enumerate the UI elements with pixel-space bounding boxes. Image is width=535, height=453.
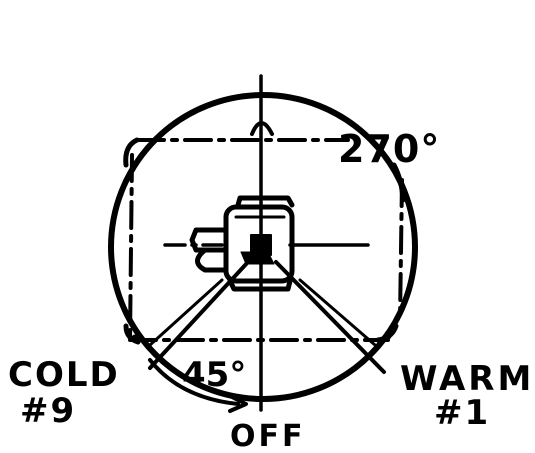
dash-dot-frame	[128, 138, 404, 342]
warm-label: WARM	[400, 359, 534, 399]
marker-dot-cold	[131, 334, 139, 342]
warm-number-label: #1	[434, 393, 490, 433]
angle-label-270: 270°	[338, 127, 440, 171]
cold-number-label: #9	[20, 391, 76, 431]
frame-corner-top-left	[123, 137, 140, 168]
valve-stem	[189, 195, 295, 292]
pointer-line-cold	[148, 260, 250, 370]
top-arc-marker	[250, 121, 274, 136]
frame-corner-top-right	[391, 162, 406, 203]
pointer-line-warm-inner	[298, 278, 377, 347]
cold-label: COLD	[8, 355, 120, 395]
angle-label-45: 45°	[182, 355, 246, 395]
off-label: OFF	[230, 419, 306, 453]
marker-dot-warm	[384, 332, 392, 340]
valve-hub-shadow	[240, 251, 275, 265]
dial-outer-circle	[108, 92, 418, 402]
pointer-line-cold-inner	[148, 278, 224, 347]
angle-arc-arrowhead	[228, 394, 248, 413]
pointer-line-warm	[274, 260, 386, 374]
angle-arc-45	[148, 358, 240, 406]
